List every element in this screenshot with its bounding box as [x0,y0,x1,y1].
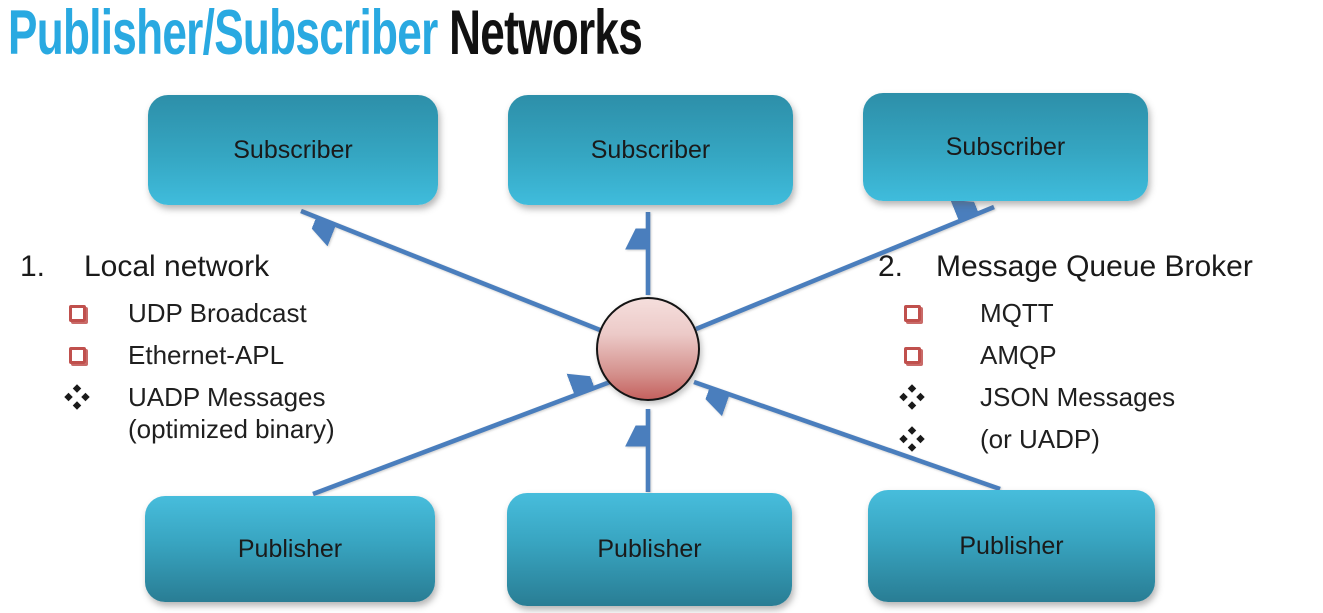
publisher-node-3: Publisher [868,490,1155,602]
list-number: 1. [20,250,46,283]
list-title: Local network [84,250,270,283]
publisher-node-1-label: Publisher [237,534,343,563]
list-item: UADP Messages [20,381,335,412]
subscriber-node-2: Subscriber [508,95,793,205]
arrow-publisher-1-to-hub [312,382,611,497]
list-item-label: AMQP [980,339,1057,370]
page-title: Publisher/Subscriber Networks [8,0,643,68]
list-item: (or UADP) [878,423,1253,454]
list-item-label: JSON Messages [980,381,1176,412]
broker-hub-circle [596,297,700,401]
subscriber-node-3-label: Subscriber [945,132,1066,161]
list-item-label: (optimized binary) [128,413,335,444]
arrow-hub-to-subscriber-1 [300,208,601,333]
subscriber-node-3: Subscriber [863,93,1148,201]
diamond-bullet-icon [902,387,923,408]
list-item-label: UDP Broadcast [128,297,307,328]
local-network-list: 1. Local network UDP Broadcast Ethernet-… [20,250,335,457]
message-queue-broker-list: 2. Message Queue Broker MQTT AMQP JSON M… [878,250,1253,467]
diamond-bullet-icon [902,429,923,450]
list-number: 2. [878,250,904,283]
local-network-heading: 1. Local network [20,250,335,284]
list-item: (optimized binary) [20,413,335,444]
subscriber-node-2-label: Subscriber [590,135,711,164]
page-title-rest: Networks [449,0,643,68]
list-item: MQTT [878,297,1253,328]
subscriber-node-1: Subscriber [148,95,438,205]
publisher-node-3-label: Publisher [959,531,1064,560]
list-item: JSON Messages [878,381,1253,412]
list-item-label: UADP Messages [128,381,326,412]
list-item-label: MQTT [980,297,1054,328]
message-queue-broker-heading: 2. Message Queue Broker [878,250,1253,284]
square-bullet-icon [67,345,88,366]
list-item-label: Ethernet-APL [128,339,285,370]
square-bullet-icon [902,303,923,324]
list-item: UDP Broadcast [20,297,335,328]
list-item: AMQP [878,339,1253,370]
page-title-highlight: Publisher/Subscriber [8,0,450,68]
publisher-node-2-label: Publisher [597,535,702,563]
publisher-node-1: Publisher [145,496,435,602]
publisher-node-2: Publisher [507,493,792,606]
diamond-bullet-icon [67,387,88,408]
subscriber-node-1-label: Subscriber [233,135,353,164]
square-bullet-icon [67,303,88,324]
square-bullet-icon [902,345,923,366]
no-bullet-spacer [67,419,88,440]
list-title: Message Queue Broker [936,250,1253,283]
list-item: Ethernet-APL [20,339,335,370]
list-item-label: (or UADP) [980,423,1100,454]
